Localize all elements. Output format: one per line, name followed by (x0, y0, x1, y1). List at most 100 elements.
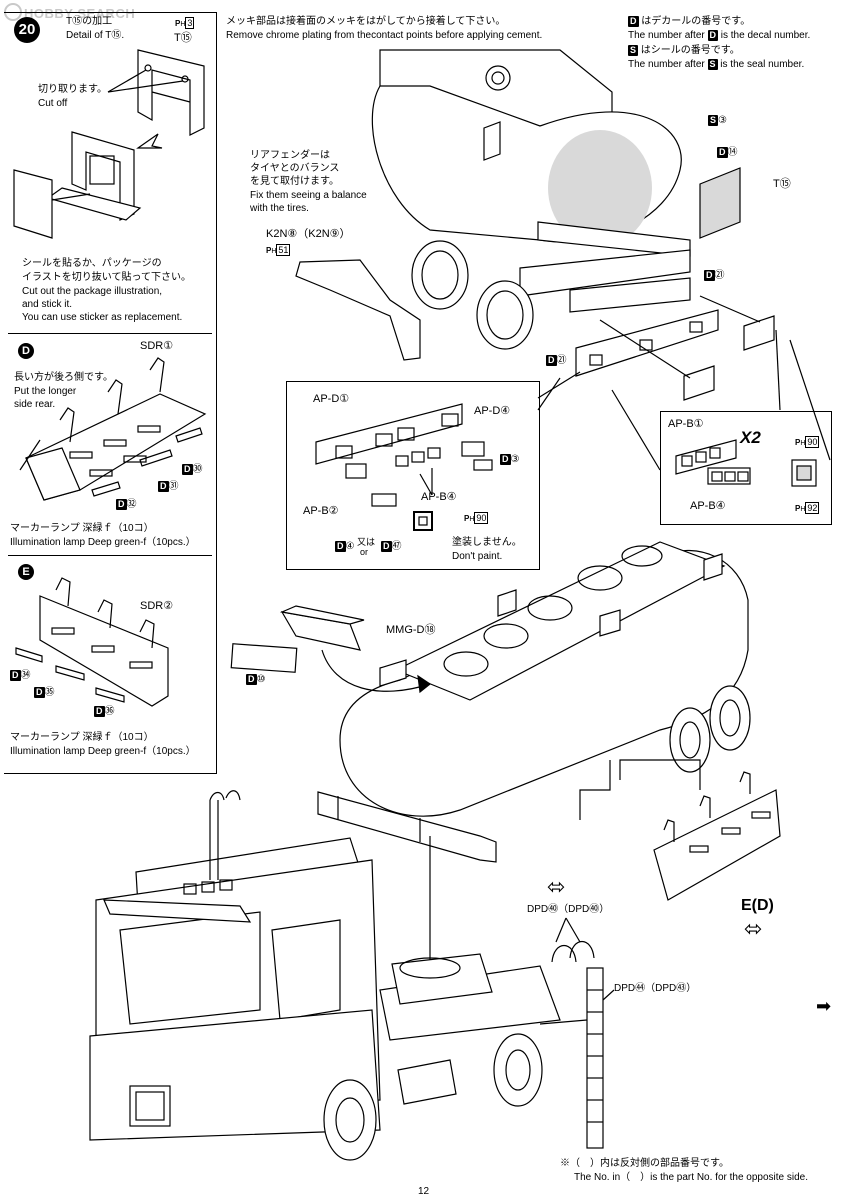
step-separator (8, 333, 212, 334)
sticker-en-1: Cut out the package illustration, (22, 286, 163, 297)
mmg-d18-label: MMG-D⑱ (386, 624, 436, 636)
rear-fender (295, 259, 421, 361)
option-d-lamp-en: Illumination lamp Deep green-f（10pcs.） (10, 537, 196, 548)
dpd-ladder (539, 917, 615, 1149)
t15-frame-cut (46, 131, 142, 221)
rear-bumper (317, 791, 497, 863)
ap-d1-light-bar (315, 403, 463, 465)
detail-title-en: Detail of T⑮. (66, 30, 125, 41)
k2n-part-label: K2N⑧（K2N⑨） (266, 228, 351, 240)
sticker-jp-1: シールを貼るか、パッケージの (22, 258, 162, 269)
t15-plate (699, 167, 741, 239)
ap-b4-inset-label: AP-B④ (690, 500, 726, 512)
mmg-d18-part (230, 605, 365, 673)
option-d-part: SDR① (140, 340, 174, 352)
sdr-side-rail-lower (653, 771, 781, 901)
trailer-wheels (669, 685, 751, 773)
option-e-badge: E (18, 564, 34, 580)
option-d-note-en-1: Put the longer (14, 386, 77, 397)
legend-seal-jp: S はシールの番号です。 (628, 45, 740, 56)
ap-b1-label: AP-B① (668, 418, 704, 430)
times-two-label: X2 (740, 428, 761, 447)
light-cluster-part (599, 295, 781, 411)
rear-fender-jp-2: タイヤとのバランス (250, 163, 340, 174)
ap-b2-label: AP-B② (303, 505, 339, 517)
step-number-badge: 20 (14, 17, 40, 43)
no-paint-jp: 塗装しません。 (452, 537, 522, 548)
ap-b-inset-lamps (675, 439, 817, 487)
tail-light-bar (575, 309, 719, 377)
tractor-wheels (323, 1033, 543, 1161)
rear-fender-jp-1: リアフェンダーは (250, 150, 330, 161)
chrome-note-jp: メッキ部品は接着面のメッキをはがしてから接着して下さい。 (226, 16, 506, 27)
or-en-label: or (360, 547, 369, 557)
cut-arrow-icon (136, 133, 163, 149)
left-panel-bottom-rule (4, 773, 217, 774)
legend-decal-en: The number after D is the decal number. (628, 30, 811, 41)
legend-seal-en: The number after S is the seal number. (628, 59, 805, 70)
ap-d4-label: AP-D④ (474, 405, 511, 417)
cab-mirror-stays (209, 790, 241, 880)
opposite-note-en: The No. in（ ）is the part No. for the opp… (574, 1172, 808, 1183)
sticker-en-2: and stick it. (22, 299, 73, 310)
detail-title-jp: T⑮の加工 (66, 16, 113, 27)
direction-arrow-icon: ➡ (816, 996, 832, 1016)
option-e-lamp-jp: マーカーランプ 深緑ｆ（10コ） (10, 732, 154, 743)
opposite-note-jp: ※（ ）内は反対側の部品番号です。 (560, 1158, 729, 1169)
part-t15-tank-label: T⑮ (773, 178, 791, 190)
option-e-d-label: E(D) (741, 897, 774, 914)
attach-arrows (429, 759, 701, 968)
tractor-cab (89, 837, 381, 1141)
rear-fender-en-1: Fix them seeing a balance (250, 190, 367, 201)
inset-connector-lines (537, 339, 831, 471)
ap-d-inset-box (286, 381, 540, 570)
sticker-en-3: You can use sticker as replacement. (22, 312, 183, 323)
sticker-jp-2: イラストを切り抜いて貼って下さい。 (22, 272, 191, 283)
ap-b4-label: AP-B④ (421, 491, 457, 503)
option-separator (8, 555, 212, 556)
sdr1-side-rail (19, 357, 207, 501)
legend-decal-jp: D はデカールの番号です。 (628, 16, 751, 27)
page-number: 12 (418, 1186, 430, 1197)
arrow-head-icon (417, 674, 432, 694)
top-rule (4, 12, 217, 13)
cutoff-en: Cut off (38, 98, 68, 109)
tractor-chassis (379, 953, 561, 1105)
option-e-lamp-en: Illumination lamp Deep green-f（10pcs.） (10, 746, 196, 757)
tank-trailer-body (339, 541, 749, 817)
option-d-note-jp: 長い方が後ろ側です。 (14, 372, 113, 383)
rear-fender-jp-3: を見て取付けます。 (250, 176, 339, 187)
direction-arrow-icon: ⬄ (744, 916, 763, 941)
column-divider (216, 12, 217, 774)
no-paint-en: Don't paint. (452, 551, 503, 562)
ap-b4-lamps (345, 441, 493, 531)
or-jp-label: 又は (357, 537, 376, 547)
ap-d1-label: AP-D① (313, 393, 350, 405)
direction-arrow-icon: ⬄ (547, 874, 566, 899)
sdr2-side-rail (15, 577, 169, 707)
sticker-sheet (13, 169, 91, 239)
option-d-note-en-2: side rear. (14, 399, 56, 410)
cutoff-jp: 切り取ります。 (38, 84, 107, 95)
option-e-part: SDR② (140, 600, 174, 612)
tank-rear-section (371, 49, 691, 313)
option-d-badge: D (18, 343, 34, 359)
